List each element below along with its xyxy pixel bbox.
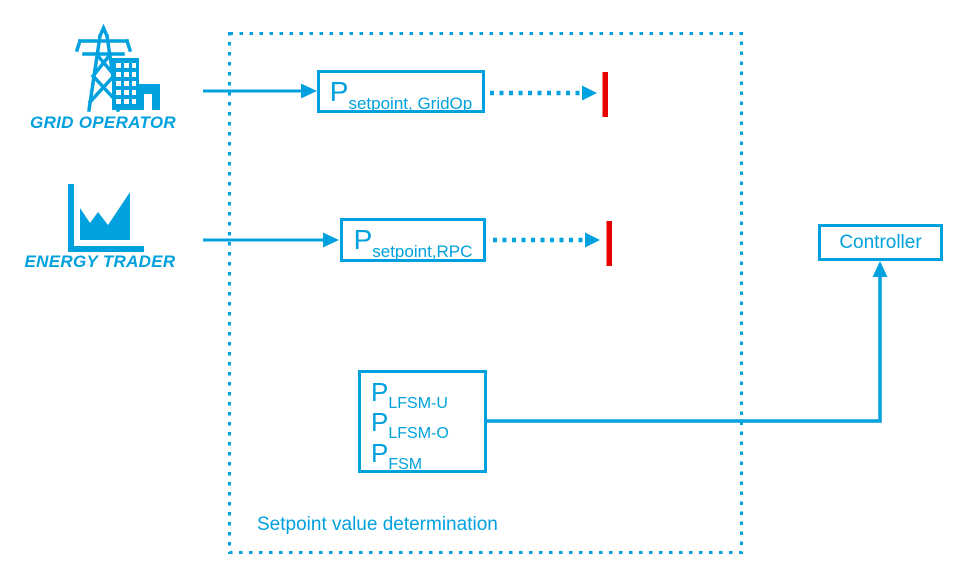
block-setpoint-gridop: Psetpoint, GridOp — [317, 70, 485, 113]
rpc-dotted-arrow-head — [585, 232, 600, 248]
lfsm-o-line: PLFSM-O — [371, 407, 449, 443]
lfsm-o-symbol: P — [371, 407, 389, 438]
fsm-subscript: FSM — [388, 455, 423, 473]
rpc-terminator-bar — [606, 221, 612, 266]
block-setpoint-rpc: Psetpoint,RPC — [340, 218, 486, 262]
lfsm-u-line: PLFSM-U — [371, 377, 448, 412]
grid-operator-label: GRID OPERATOR — [30, 113, 176, 132]
gridop-terminator-bar — [602, 72, 608, 117]
block-frequency-response: PLFSM-U PLFSM-O PFSM — [358, 370, 487, 473]
setpoint-gridop-subscript: setpoint, GridOp — [348, 93, 473, 113]
lfsm-to-controller-line — [487, 274, 882, 423]
setpoint-rpc-symbol: P — [353, 224, 373, 255]
controller-label: Controller — [839, 231, 922, 253]
lfsm-u-subscript: LFSM-U — [388, 395, 448, 412]
block-controller: Controller — [818, 224, 943, 261]
transmission-tower-buildings-icon — [55, 23, 169, 116]
setpoint-gridop-symbol: P — [329, 75, 349, 107]
energy-trader-label: ENERGY TRADER — [24, 252, 176, 271]
energy-market-chart-icon — [62, 184, 150, 254]
setpoint-container-border — [228, 32, 743, 554]
energy-trader-arrow-head — [323, 232, 339, 248]
setpoint-container-label: Setpoint value determination — [257, 514, 498, 535]
lfsm-o-subscript: LFSM-O — [388, 425, 449, 443]
fsm-symbol: P — [371, 437, 389, 468]
setpoint-rpc-subscript: setpoint,RPC — [372, 242, 473, 261]
lfsm-u-symbol: P — [371, 377, 389, 407]
lfsm-to-controller-arrow-head — [872, 261, 888, 277]
fsm-line: PFSM — [371, 437, 423, 473]
grid-operator-arrow-head — [301, 83, 317, 99]
gridop-dotted-arrow-head — [582, 85, 597, 101]
